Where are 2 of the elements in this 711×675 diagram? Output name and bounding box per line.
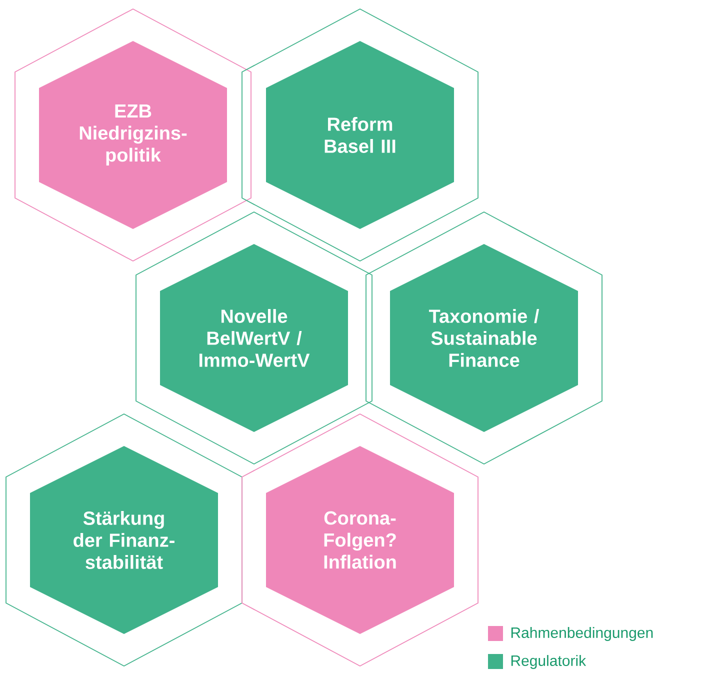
legend-label: Rahmenbedingungen	[511, 627, 653, 641]
legend-label: Regulatorik	[511, 655, 586, 669]
